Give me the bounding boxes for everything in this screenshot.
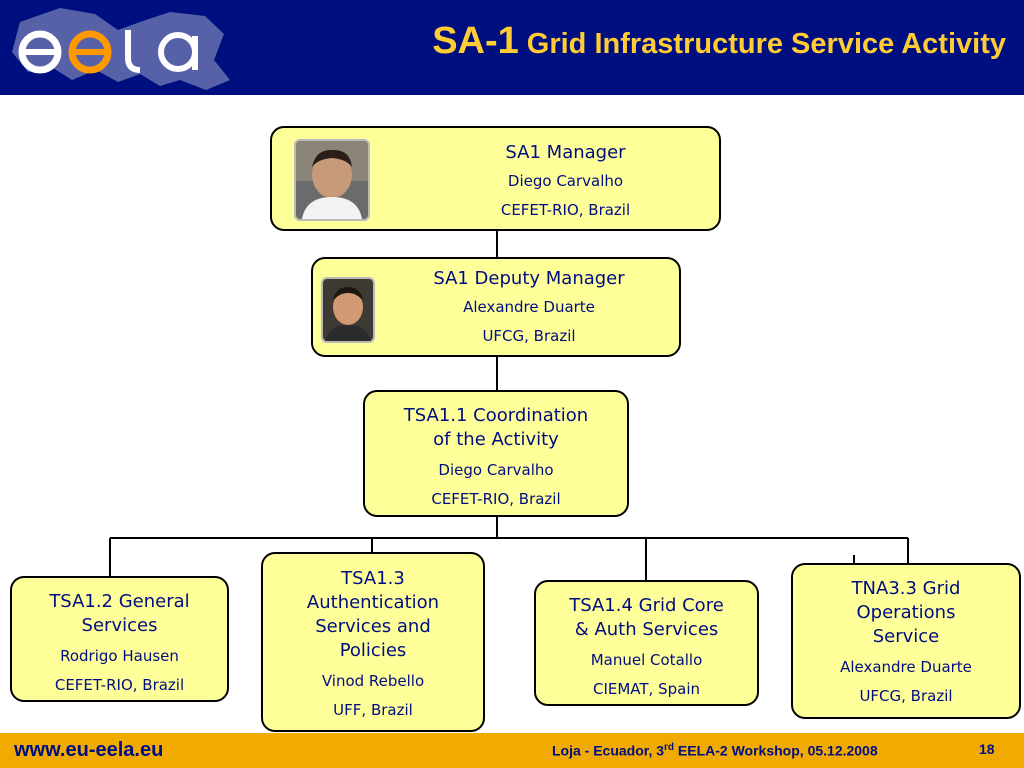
task-box-tsa1-3: TSA1.3 Authentication Services and Polic…	[261, 552, 485, 732]
task-role-line: Services and	[315, 616, 431, 637]
task-org: CEFET-RIO, Brazil	[54, 676, 185, 694]
task-role-line: TSA1.3	[341, 568, 405, 589]
manager-org: CEFET-RIO, Brazil	[500, 201, 631, 219]
person-photo-icon	[296, 141, 368, 219]
deputy-photo	[323, 279, 373, 341]
coordination-box: TSA1.1 Coordination of the Activity Dieg…	[363, 390, 629, 517]
title-text: Grid Infrastructure Service Activity	[526, 28, 1006, 60]
footer-bar: www.eu-eela.eu Loja - Ecuador, 3rd EELA-…	[0, 733, 1024, 768]
footer-event: Loja - Ecuador, 3rd EELA-2 Workshop, 05.…	[552, 742, 878, 759]
footer-event-suffix: EELA-2 Workshop, 05.12.2008	[674, 742, 878, 759]
page-number: 18	[979, 741, 995, 757]
task-role-line: TNA3.3 Grid	[851, 578, 961, 599]
task-role-line: Operations	[856, 602, 956, 623]
coordination-role-line1: TSA1.1 Coordination	[403, 405, 589, 426]
manager-person: Diego Carvalho	[507, 172, 624, 190]
task-role-line: Services	[81, 615, 158, 636]
eela-logo	[12, 8, 230, 90]
deputy-box: SA1 Deputy Manager Alexandre Duarte UFCG…	[311, 257, 681, 357]
task-role-line: Policies	[339, 640, 407, 661]
task-org: UFF, Brazil	[333, 701, 413, 719]
manager-box: SA1 Manager Diego Carvalho CEFET-RIO, Br…	[270, 126, 721, 231]
coordination-org: CEFET-RIO, Brazil	[431, 490, 561, 508]
coordination-role-line2: of the Activity	[433, 429, 559, 450]
footer-event-sup: rd	[664, 742, 675, 753]
deputy-person: Alexandre Duarte	[463, 298, 595, 316]
task-person: Rodrigo Hausen	[60, 647, 179, 665]
person-photo-icon	[323, 279, 373, 341]
task-box-tna3-3: TNA3.3 Grid Operations Service Alexandre…	[791, 563, 1021, 719]
task-person: Manuel Cotallo	[590, 651, 703, 669]
coordination-person: Diego Carvalho	[438, 461, 554, 479]
task-person: Alexandre Duarte	[840, 658, 972, 676]
task-box-tsa1-2: TSA1.2 General Services Rodrigo Hausen C…	[10, 576, 229, 702]
task-role-line: Service	[872, 626, 940, 647]
manager-photo	[296, 141, 368, 219]
task-role-line: TSA1.4 Grid Core	[569, 595, 724, 616]
task-role-line: TSA1.2 General	[49, 591, 190, 612]
deputy-org: UFCG, Brazil	[482, 327, 576, 345]
footer-event-prefix: Loja - Ecuador, 3	[552, 742, 665, 759]
task-org: CIEMAT, Spain	[592, 680, 701, 698]
task-box-tsa1-4: TSA1.4 Grid Core & Auth Services Manuel …	[534, 580, 759, 706]
task-role-line: & Auth Services	[574, 619, 719, 640]
task-person: Vinod Rebello	[321, 672, 425, 690]
footer-url-link[interactable]: www.eu-eela.eu	[14, 739, 164, 761]
manager-role: SA1 Manager	[505, 142, 626, 163]
title-code: SA-1	[432, 20, 519, 62]
deputy-role: SA1 Deputy Manager	[433, 268, 625, 289]
task-role-line: Authentication	[306, 592, 440, 613]
task-org: UFCG, Brazil	[859, 687, 953, 705]
